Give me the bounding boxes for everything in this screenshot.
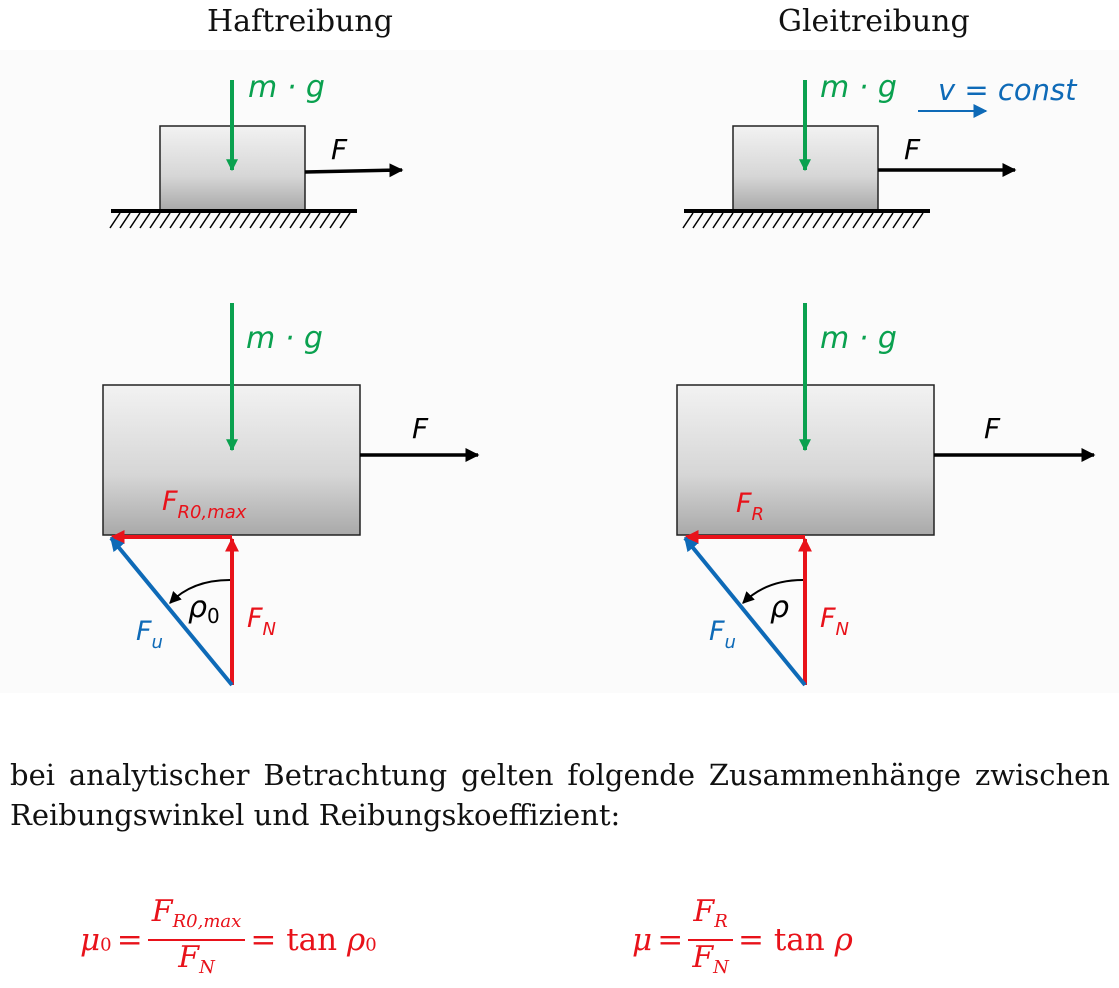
top-left-diagram: m · g F bbox=[109, 70, 404, 229]
formula-lhs: μ bbox=[80, 922, 101, 958]
formula-denominator: FN bbox=[147, 939, 246, 985]
force-label: F bbox=[331, 133, 348, 166]
weight-label: m · g bbox=[248, 70, 325, 105]
formula-fraction: FR FN bbox=[688, 895, 733, 985]
heading-sliding-friction: Gleitreibung bbox=[778, 4, 970, 39]
weight-label: m · g bbox=[820, 321, 897, 356]
force-label: F bbox=[412, 412, 429, 445]
formula-rho: ρ bbox=[346, 922, 366, 958]
formula-denominator: FN bbox=[688, 939, 733, 985]
angle-label: ρ0 bbox=[188, 590, 220, 628]
resultant-label: Fu bbox=[709, 616, 736, 653]
bottom-left-diagram: m · g F FR0,max FN Fu ρ0 bbox=[102, 303, 480, 687]
weight-label: m · g bbox=[820, 70, 897, 105]
force-label: F bbox=[984, 412, 1001, 445]
velocity-label: v = const bbox=[938, 73, 1078, 107]
weight-label: m · g bbox=[246, 321, 323, 356]
formula-equals: = bbox=[116, 922, 143, 958]
friction-label: FR bbox=[736, 488, 764, 525]
resultant-label: Fu bbox=[136, 616, 163, 653]
friction-label: FR0,max bbox=[162, 486, 247, 523]
formula-lhs-sub: 0 bbox=[100, 934, 112, 956]
formula-numerator: FR bbox=[693, 894, 728, 933]
formula-numerator: FR0,max bbox=[151, 894, 242, 933]
resultant-arrow bbox=[683, 536, 807, 687]
force-label: F bbox=[904, 133, 921, 166]
normal-label: FN bbox=[820, 603, 849, 640]
formula-rho: ρ bbox=[834, 922, 853, 958]
formula-tan: = tan bbox=[738, 922, 835, 958]
angle-arc bbox=[169, 579, 231, 604]
angle-arc bbox=[742, 579, 804, 604]
force-arrow bbox=[304, 163, 404, 178]
formula-tan: = tan bbox=[250, 922, 347, 958]
formula-sliding: μ = FR FN = tan ρ bbox=[632, 895, 853, 985]
top-right-diagram: m · g F v = const bbox=[682, 70, 1078, 229]
resultant-arrow bbox=[109, 536, 234, 687]
ground-hatching bbox=[682, 212, 924, 229]
explanation-paragraph: bei analytischer Betrachtung gelten folg… bbox=[10, 758, 1110, 832]
formula-lhs: μ bbox=[632, 922, 653, 958]
normal-label: FN bbox=[247, 603, 276, 640]
bottom-right-diagram: m · g F FR FN Fu ρ bbox=[676, 303, 1096, 687]
friction-diagram: m · g F m · g F v = const m · g F F bbox=[0, 50, 1119, 693]
formula-static: μ0 = FR0,max FN = tan ρ0 bbox=[80, 895, 377, 985]
angle-label: ρ bbox=[770, 590, 789, 625]
formula-fraction: FR0,max FN bbox=[147, 894, 246, 985]
ground-hatching bbox=[109, 212, 351, 229]
formula-equals: = bbox=[657, 922, 684, 958]
heading-static-friction: Haftreibung bbox=[207, 4, 393, 39]
formula-rho-sub: 0 bbox=[365, 934, 377, 956]
